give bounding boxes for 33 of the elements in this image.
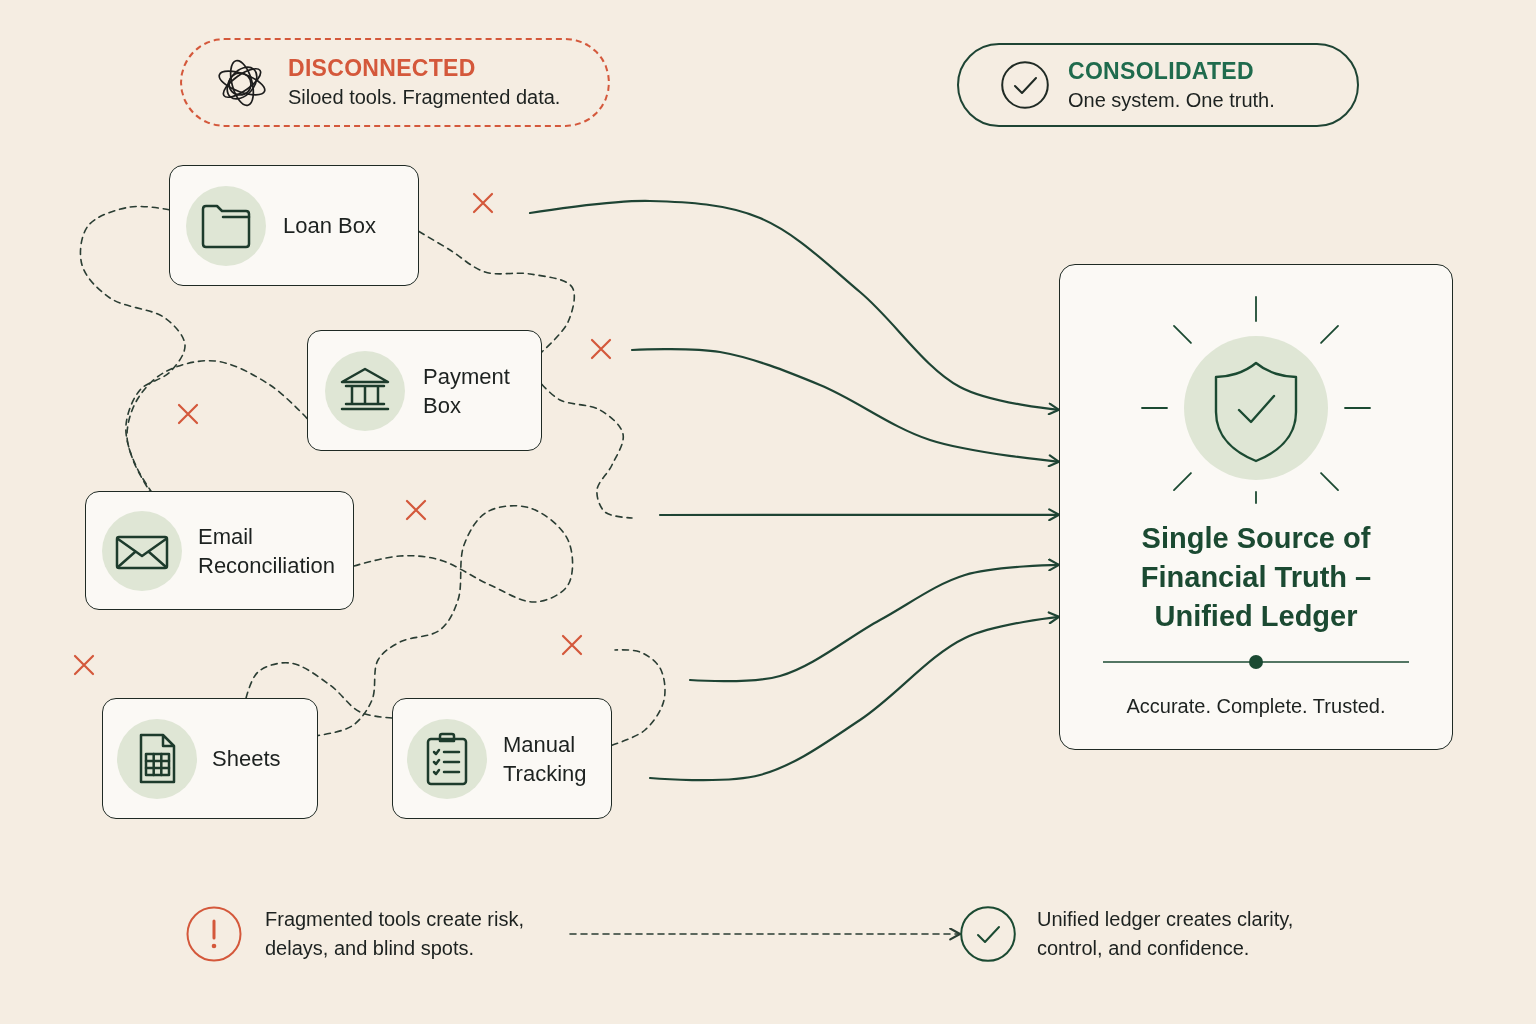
app-card (392, 698, 612, 819)
card-label: Sheets (212, 745, 281, 773)
arrow (648, 611, 1061, 782)
pill-subtitle: Siloed tools. Fragmented data. (288, 85, 561, 110)
arrow (658, 508, 1061, 522)
card-label: Loan Box (283, 212, 376, 240)
pill-heading: DISCONNECTED (288, 54, 477, 83)
app-card (307, 330, 542, 451)
card-label: Payment Box (423, 362, 511, 420)
status-pill (957, 43, 1359, 127)
dashed-line (418, 230, 576, 353)
arrow (528, 199, 1061, 416)
arrow (630, 347, 1061, 468)
pill-heading: CONSOLIDATED (1068, 56, 1255, 86)
note-text: Unified ledger creates clarity, control, and confidence. (1037, 907, 1295, 961)
pill-subtitle: One system. One truth. (1068, 87, 1275, 113)
card-tagline: Accurate. Complete. Trusted. (1126, 694, 1386, 719)
card-label: Manual Tracking (503, 730, 588, 788)
dashed-line (317, 504, 574, 737)
app-card (102, 698, 318, 819)
dashed-line (126, 359, 308, 492)
status-pill (180, 38, 610, 127)
note-text: Fragmented tools create risk, delays, and blind spots. (265, 907, 525, 961)
dashed-line (611, 649, 666, 746)
arrow (688, 558, 1061, 683)
dashed-line (245, 662, 393, 719)
card-label: Email Reconciliation (198, 522, 336, 580)
result-card (1059, 264, 1453, 750)
app-card (85, 491, 354, 610)
dashed-arrow (569, 927, 962, 941)
card-title: Single Source of Financial Truth – Unified Ledger (1139, 521, 1373, 634)
dashed-line (541, 383, 633, 519)
app-card (169, 165, 419, 286)
